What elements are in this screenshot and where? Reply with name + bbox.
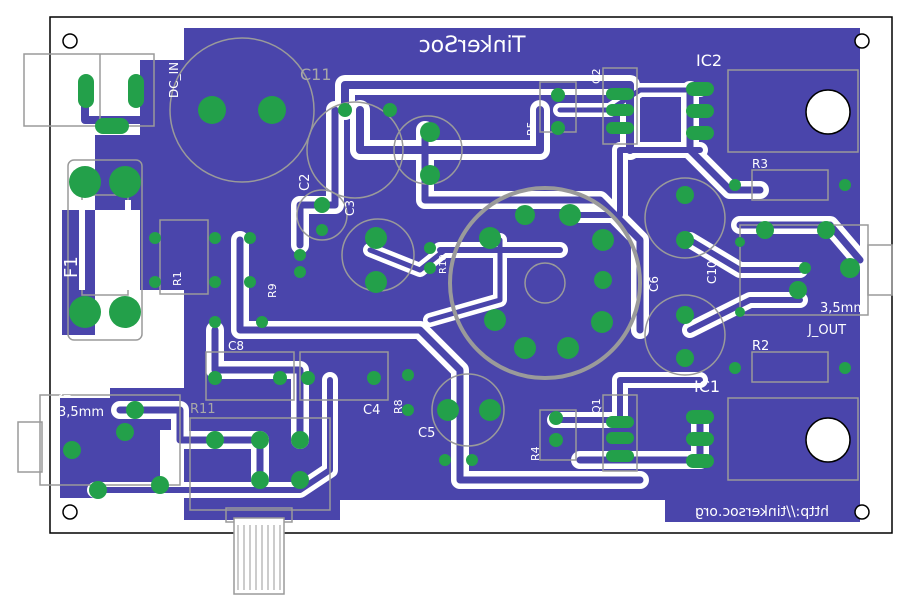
capacitor-c11-outline bbox=[169, 37, 315, 183]
pads bbox=[63, 74, 860, 499]
j-in-label: J_IN bbox=[59, 382, 84, 397]
resistor-r2-outline bbox=[751, 351, 829, 383]
j-out-size-label: 3,5mm bbox=[820, 301, 866, 316]
transistor-q2-outline bbox=[602, 67, 638, 145]
c11-label: C11 bbox=[300, 65, 332, 84]
mounting-hole-tl bbox=[62, 33, 78, 49]
tube-socket-inner bbox=[524, 262, 566, 304]
mounting-hole-bl bbox=[62, 504, 78, 520]
ic1-outline bbox=[727, 397, 859, 481]
r5-label: R5 bbox=[525, 121, 538, 136]
dc-in-jack bbox=[23, 53, 155, 127]
r3-label: R3 bbox=[752, 157, 768, 171]
jack-j-in-outline bbox=[39, 394, 181, 486]
c8-label: C8 bbox=[228, 339, 244, 353]
r8-label: R8 bbox=[392, 399, 405, 414]
potentiometer-shaft bbox=[233, 517, 285, 595]
f1-label: F1 bbox=[61, 256, 82, 278]
mounting-hole-br bbox=[854, 504, 870, 520]
fuse-f1-body bbox=[67, 159, 143, 341]
capacitor-c6-small-outline bbox=[306, 101, 404, 199]
r1-label: R1 bbox=[171, 271, 184, 286]
potentiometer-r11-outline bbox=[189, 417, 331, 511]
r2-label: R2 bbox=[752, 339, 769, 354]
capacitor-c10-outline bbox=[644, 177, 726, 259]
r10-label: R10 bbox=[438, 254, 449, 274]
jack-j-in-barrel bbox=[17, 421, 43, 473]
transistor-q1-outline bbox=[602, 394, 638, 472]
c6-label: C6 bbox=[647, 276, 661, 292]
c5-label: C5 bbox=[418, 426, 435, 441]
dc-in-label: DC_IN bbox=[167, 62, 181, 98]
resistor-r3-outline bbox=[751, 169, 829, 201]
c2-label: C2 bbox=[298, 174, 313, 191]
ic2-outline bbox=[727, 69, 859, 153]
jack-j-out-barrel bbox=[867, 244, 893, 296]
brand-label: TinkerSoc bbox=[419, 33, 527, 58]
capacitor-c6-outline bbox=[644, 294, 726, 376]
resistor-r4-outline bbox=[539, 409, 577, 461]
ic2-hole bbox=[805, 89, 851, 135]
c3-label: C3 bbox=[343, 200, 357, 216]
capacitor-c2-outline bbox=[296, 189, 348, 241]
url-label: http://tinkersoc.org bbox=[695, 504, 829, 520]
ic2-label: IC2 bbox=[696, 51, 722, 70]
q2-label: Q2 bbox=[590, 68, 603, 84]
j-in-size-label: 3,5mm bbox=[58, 405, 104, 420]
copper-pour-left bbox=[62, 170, 95, 335]
capacitor-c1-outline bbox=[205, 351, 295, 401]
mounting-holes bbox=[62, 33, 870, 520]
c4-label: C4 bbox=[363, 403, 380, 418]
board-labels: TinkerSoc http://tinkersoc.org IC2 IC1 C… bbox=[58, 33, 866, 520]
c10-label: C10 bbox=[705, 260, 719, 284]
resistor-r1-outline bbox=[159, 219, 209, 295]
q1-label: Q1 bbox=[590, 398, 603, 414]
j-out-label: J_OUT bbox=[807, 323, 846, 338]
tube-socket-outer bbox=[448, 186, 642, 380]
capacitor-c4-outline bbox=[299, 351, 389, 401]
r4-label: R4 bbox=[529, 446, 542, 461]
r11-label: R11 bbox=[190, 402, 216, 417]
capacitor-c5-outline bbox=[431, 373, 505, 447]
r9-label: R9 bbox=[266, 283, 279, 298]
ic1-label: IC1 bbox=[694, 377, 720, 396]
ic1-hole bbox=[805, 417, 851, 463]
mounting-hole-tr bbox=[854, 33, 870, 49]
